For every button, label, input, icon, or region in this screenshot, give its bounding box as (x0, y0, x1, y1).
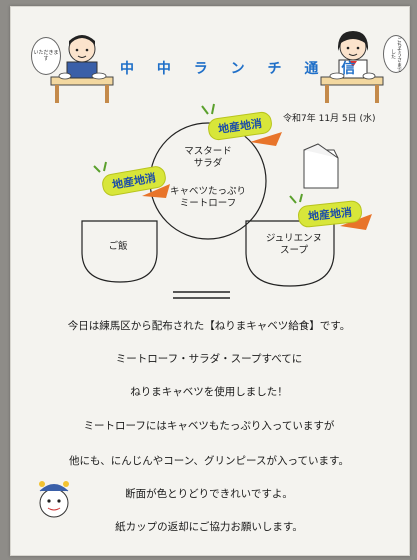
speech-bubble-right: ごちそうさまでした (383, 35, 409, 73)
newsletter-paper: いただきます ごちそうさまでした (10, 6, 410, 556)
boy-illustration (50, 35, 114, 103)
body-line-4: ミートローフにはキャベツもたっぷり入っていますが (83, 420, 335, 432)
body-line-7: 紙カップの返却にご協力お願いします。 (115, 521, 303, 533)
date-label: 令和7年 11月 5日 (水) (283, 114, 376, 124)
carrot-icon (289, 193, 372, 230)
rice-bowl-outline (81, 220, 158, 283)
salad-label: マスタード サラダ (184, 146, 232, 169)
mascot-illustration (39, 481, 69, 518)
girl-illustration (320, 31, 384, 103)
carrot-icon (201, 103, 282, 146)
newsletter-title: 中 中 ラ ン チ 通 信 (120, 61, 365, 77)
soup-label: ジュリエンヌ スープ (265, 233, 323, 256)
meatloaf-label: キャベツたっぷり ミートローフ (169, 186, 246, 209)
rice-label: ご飯 (108, 241, 128, 252)
speech-bubble-left: いただきます (31, 37, 61, 75)
body-line-3: ねりまキャベツを使用しました！ (130, 386, 288, 398)
body-line-6: 断面が色とりどりできれいですよ。 (125, 488, 293, 500)
body-line-2: ミートローフ・サラダ・スープすべてに (115, 353, 303, 365)
carrot-icon (93, 161, 170, 198)
body-line-5: 他にも、にんじんやコーン、グリンピースが入っています。 (69, 455, 349, 467)
soup-bowl-outline (245, 220, 335, 287)
milk-carton-icon (303, 143, 339, 189)
body-line-1: 今日は練馬区から配布された【ねりまキャベツ給食】です。 (67, 320, 351, 332)
